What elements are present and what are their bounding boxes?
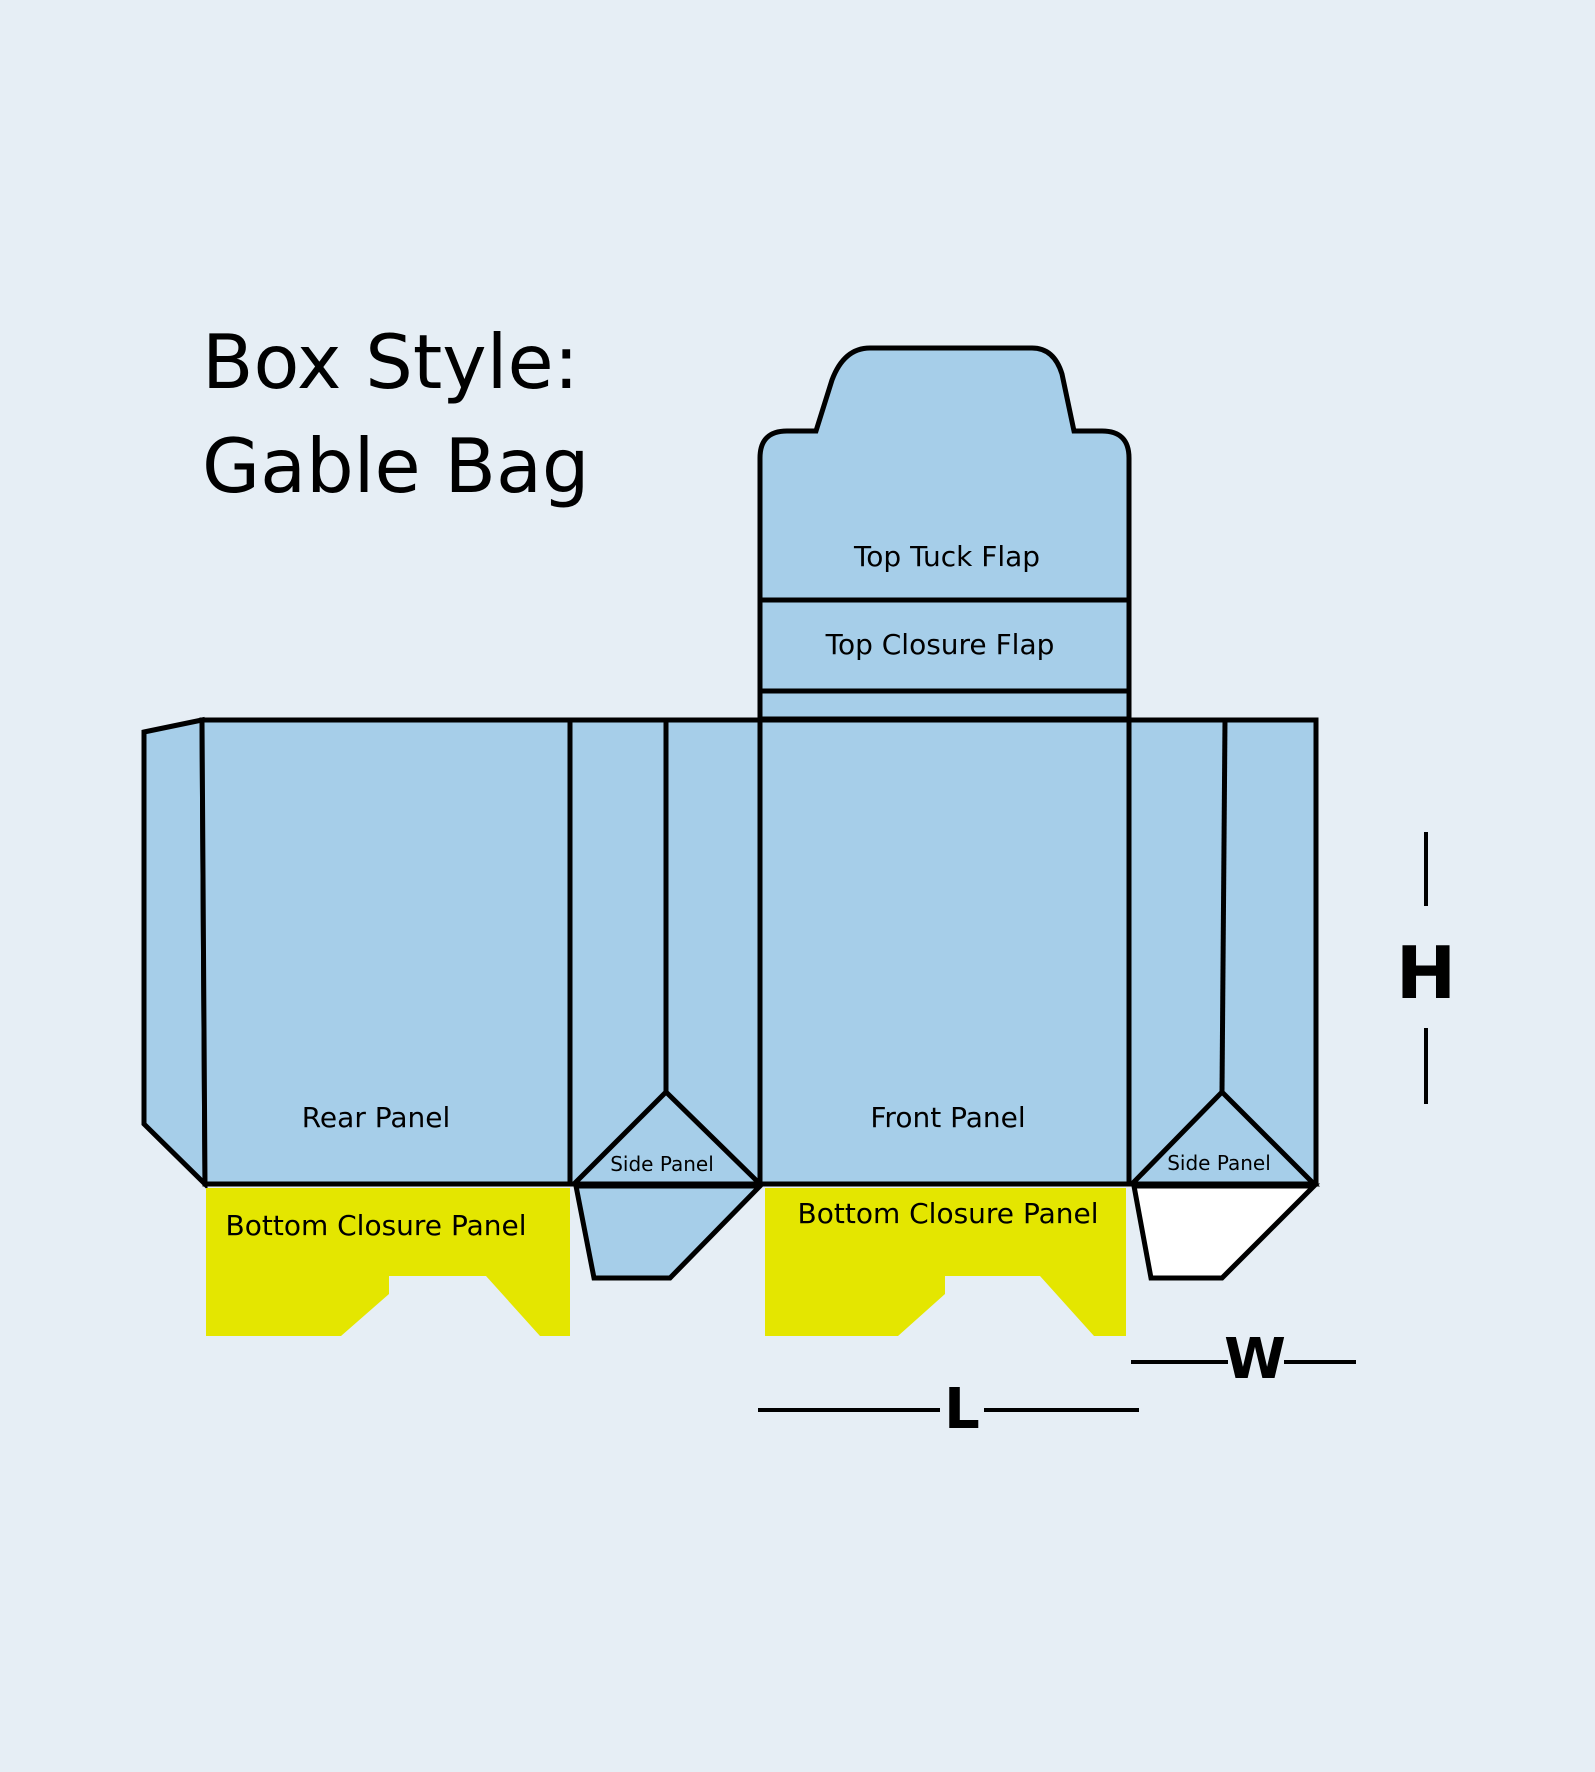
height-dimension-label: H: [1396, 931, 1456, 1015]
title-line-1: Box Style:: [202, 318, 579, 406]
glue-flap: [141, 716, 208, 1191]
bottom-side-flap-1: [572, 1183, 766, 1281]
bottom-closure-panel-1: [206, 1188, 570, 1336]
bottom-closure-panel-2: [765, 1188, 1126, 1336]
width-dimension-label: W: [1224, 1327, 1286, 1392]
length-dimension-label: L: [944, 1377, 980, 1442]
bottom-closure-panel-2-label: Bottom Closure Panel: [798, 1197, 1099, 1230]
side-panel-1-label: Side Panel: [610, 1152, 714, 1176]
top-tuck-flap: [757, 345, 1132, 603]
top-fold-strip: [757, 688, 1132, 722]
rear-panel-label: Rear Panel: [302, 1101, 451, 1134]
side-panel-2-label: Side Panel: [1167, 1151, 1271, 1175]
title-line-2: Gable Bag: [202, 422, 590, 510]
front-panel-label: Front Panel: [870, 1101, 1025, 1134]
side-panel-2-fold-line: [1219, 719, 1228, 1093]
top-closure-flap-label: Top Closure Flap: [825, 628, 1055, 661]
bottom-closure-panel-1-label: Bottom Closure Panel: [226, 1209, 527, 1242]
front-panel: [757, 717, 1132, 1187]
top-tuck-flap-label: Top Tuck Flap: [853, 540, 1040, 573]
bottom-side-flap-2: [1130, 1183, 1321, 1281]
